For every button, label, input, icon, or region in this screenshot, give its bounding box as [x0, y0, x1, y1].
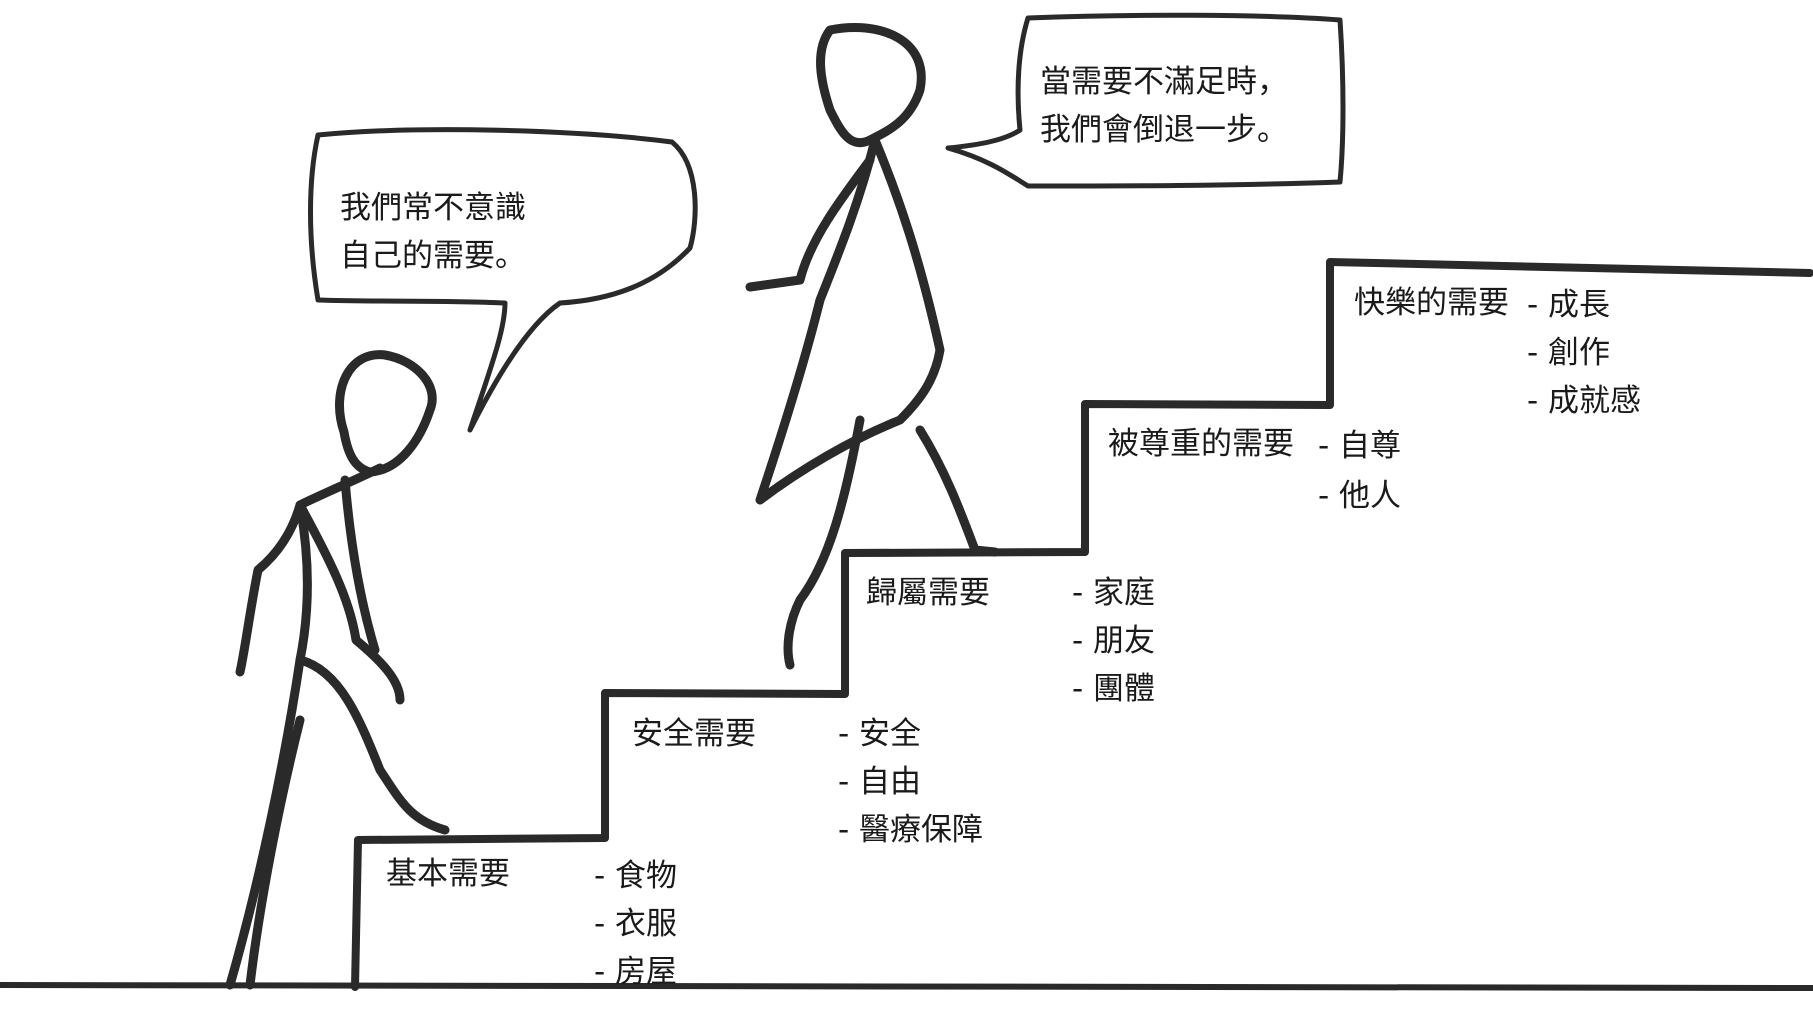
- step-1-item: - 食物: [594, 858, 678, 894]
- step-3-title: 歸屬需要: [866, 575, 990, 611]
- step-4-title: 被尊重的需要: [1108, 426, 1294, 462]
- staircase: [351, 258, 1813, 991]
- step-1-item: - 衣服: [594, 906, 678, 942]
- right-speech-bubble: [945, 12, 1346, 189]
- ground-line: [0, 982, 1813, 991]
- step-2-item: - 醫療保障: [838, 812, 984, 848]
- step-5-item: - 成長: [1527, 287, 1611, 323]
- step-2-item: - 安全: [838, 716, 922, 752]
- left-bubble-line2: 自己的需要。: [340, 238, 526, 274]
- step-5-title: 快樂的需要: [1354, 285, 1509, 321]
- step-3-item: - 家庭: [1072, 575, 1156, 611]
- step-2-item: - 自由: [838, 764, 922, 800]
- step-4-item: - 他人: [1318, 478, 1402, 514]
- step-1-title: 基本需要: [386, 856, 510, 892]
- man-figure: [225, 350, 450, 990]
- step-3-item: - 朋友: [1072, 623, 1156, 659]
- step-3-item: - 團體: [1072, 671, 1156, 707]
- step-1-item: - 房屋: [594, 954, 678, 990]
- right-bubble-line2: 我們會倒退一步。: [1040, 112, 1288, 148]
- left-bubble-line1: 我們常不意識: [340, 190, 526, 226]
- step-2-title: 安全需要: [632, 716, 756, 752]
- left-speech-bubble: [308, 127, 698, 433]
- woman-figure: [745, 23, 1000, 670]
- step-5-item: - 創作: [1527, 335, 1611, 371]
- right-bubble-line1: 當需要不滿足時，: [1040, 64, 1288, 100]
- step-5-item: - 成就感: [1527, 383, 1642, 419]
- step-4-item: - 自尊: [1318, 428, 1402, 464]
